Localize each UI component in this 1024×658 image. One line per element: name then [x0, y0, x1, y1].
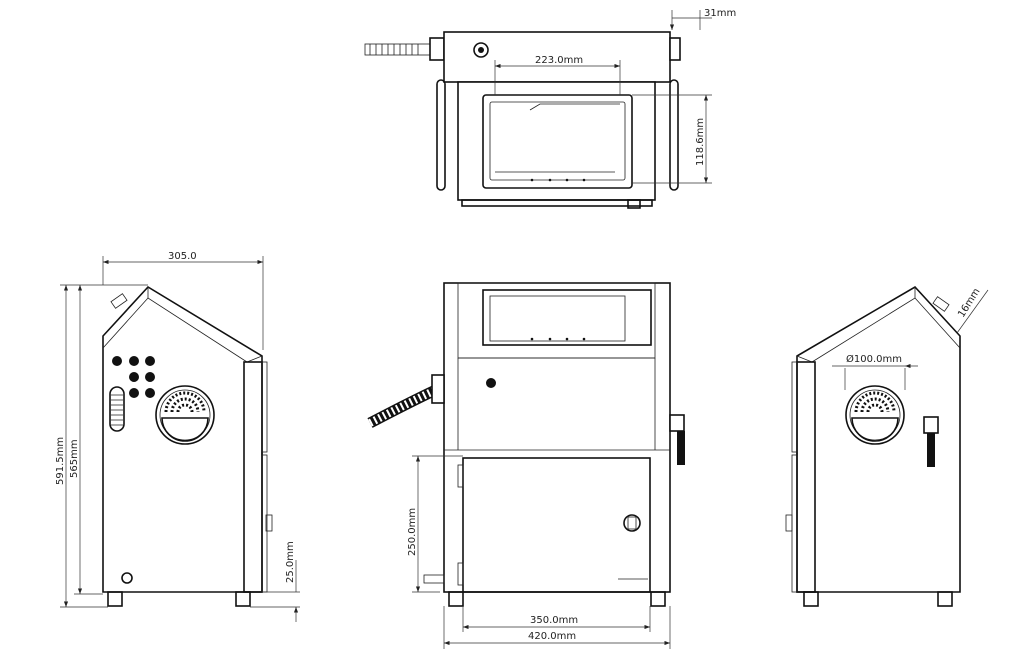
right-side-view: Ø100.0mm 16mm [785, 285, 989, 607]
left-side-view: 305.0 591.5mm 565mm 25.0mm [55, 251, 300, 622]
fan-icon [845, 385, 905, 445]
cable-hose [367, 382, 443, 428]
screen [489, 101, 626, 181]
screen-bezel [482, 94, 633, 189]
dim-door-width: 350.0mm [530, 615, 578, 626]
dim-foot-height: 25.0mm [285, 541, 296, 583]
front-view: 250.0mm 350.0mm 420.0mm [367, 282, 685, 649]
dim-offset: 31mm [704, 8, 736, 19]
door-lock-icon [623, 514, 641, 532]
front-door [462, 457, 651, 593]
screen-housing [457, 81, 656, 201]
dim-depth: 305.0 [168, 251, 197, 262]
control-buttons [112, 356, 155, 398]
front-body [443, 282, 671, 593]
knob-icon [473, 42, 489, 58]
cable-hose [364, 37, 445, 61]
dim-door-height: 250.0mm [407, 508, 418, 556]
dim-fan-diameter: Ø100.0mm [846, 353, 902, 365]
dim-total-height: 591.5mm [55, 437, 66, 485]
dim-screen-height: 118.6mm [695, 118, 706, 166]
front-screen [482, 289, 652, 346]
fan-icon [155, 385, 215, 445]
lock-icon [121, 572, 133, 584]
dim-total-width: 420.0mm [528, 631, 576, 642]
dim-body-height: 565mm [69, 439, 80, 478]
knob-icon [486, 378, 496, 388]
dim-screen-width: 223.0mm [535, 55, 583, 66]
top-view: 31mm 223.0mm 118.6mm [364, 8, 736, 209]
